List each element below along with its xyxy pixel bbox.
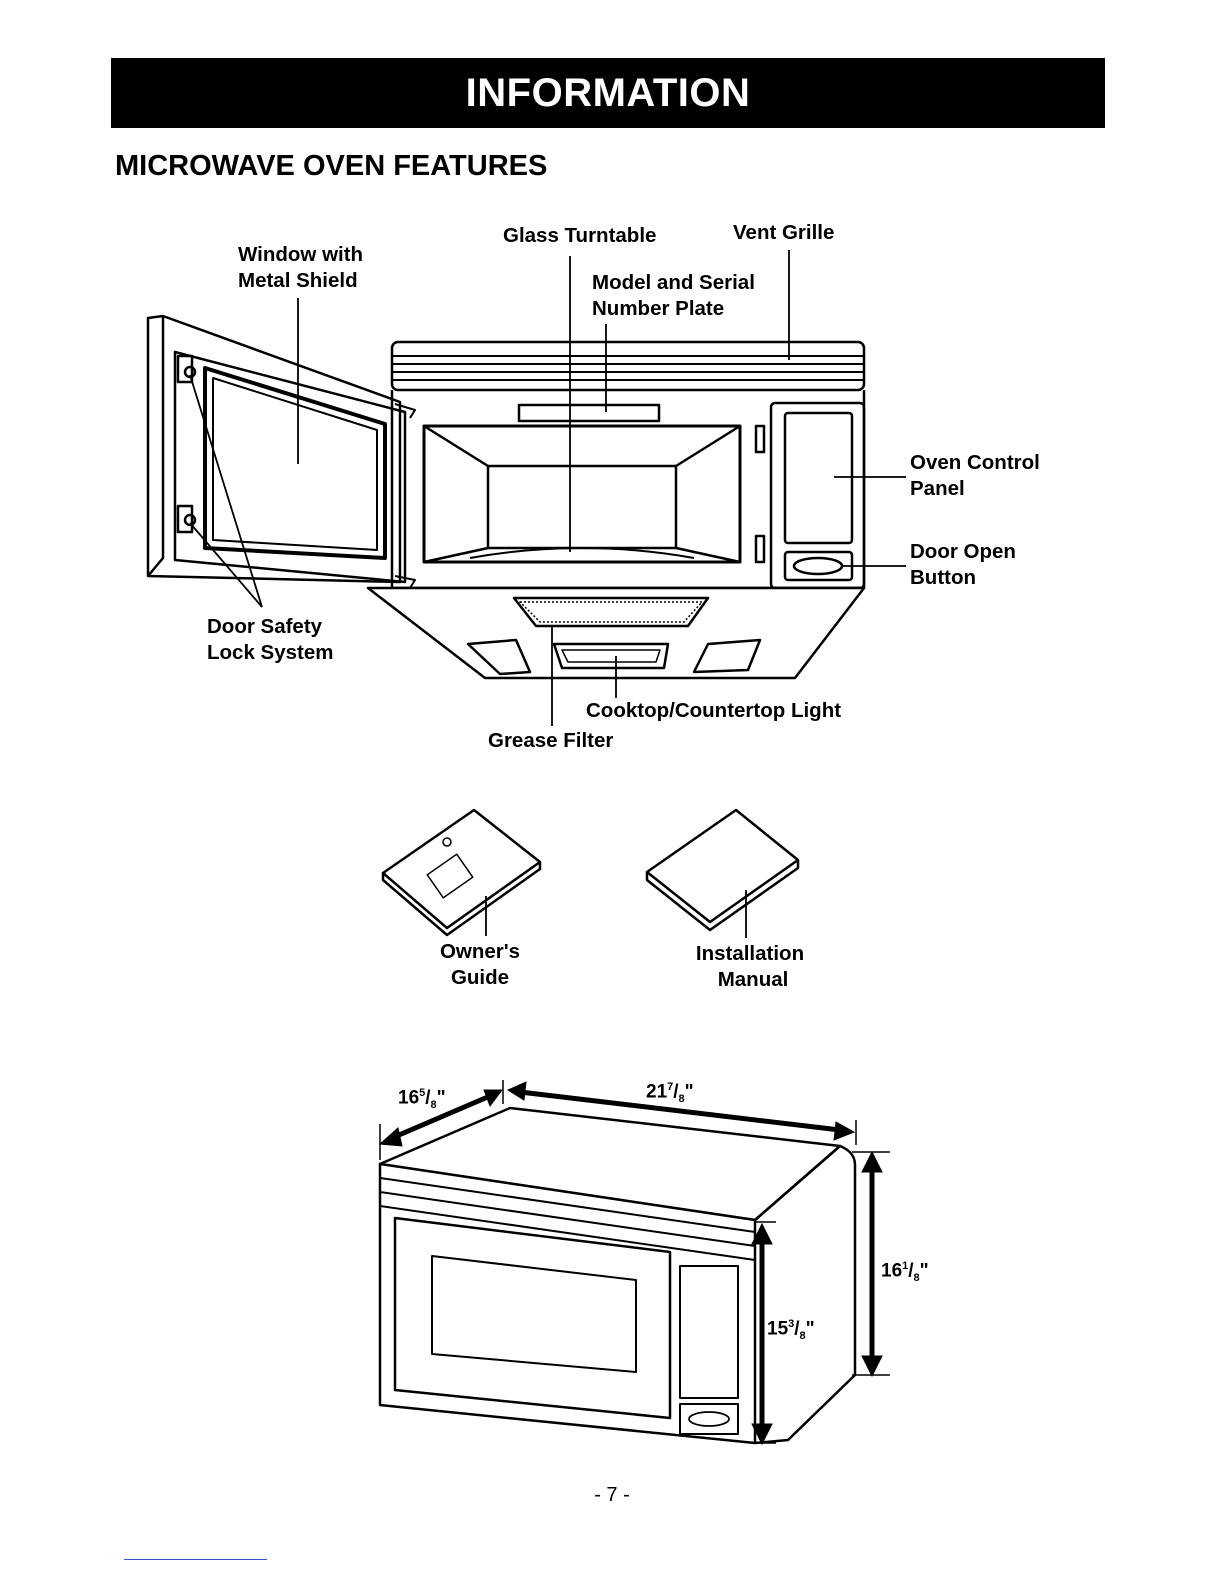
page-number: - 7 -	[0, 1484, 1224, 1507]
label-door-open-button: Door Open Button	[910, 539, 1016, 591]
open-door	[148, 316, 415, 588]
label-cooktop-light: Cooktop/Countertop Light	[586, 698, 841, 724]
owners-guide-illustration	[383, 810, 540, 936]
label-grease-filter: Grease Filter	[488, 728, 613, 754]
model-serial-plate	[519, 405, 659, 421]
dim-height-front-label: 153/8"	[767, 1318, 815, 1342]
oven-cavity	[424, 426, 740, 562]
label-owners-guide: Owner's Guide	[430, 939, 530, 991]
dim-height-total-label: 161/8"	[881, 1260, 929, 1284]
label-window-metal-shield: Window with Metal Shield	[238, 242, 363, 294]
oven-cabinet	[368, 342, 864, 678]
dim-depth-label: 165/8"	[398, 1087, 446, 1111]
dimension-drawing	[380, 1108, 855, 1443]
door-open-button	[794, 558, 842, 574]
installation-manual-illustration	[647, 810, 798, 938]
glass-turntable	[470, 548, 694, 558]
label-oven-control-panel: Oven Control Panel	[910, 450, 1040, 502]
label-glass-turntable: Glass Turntable	[503, 223, 656, 249]
dim-width-label: 217/8"	[646, 1081, 694, 1105]
label-installation-manual: Installation Manual	[680, 941, 820, 993]
footer-rule	[124, 1559, 267, 1560]
label-model-serial-plate: Model and Serial Number Plate	[592, 270, 755, 322]
label-vent-grille: Vent Grille	[733, 220, 834, 246]
label-door-safety-lock: Door Safety Lock System	[207, 614, 333, 666]
